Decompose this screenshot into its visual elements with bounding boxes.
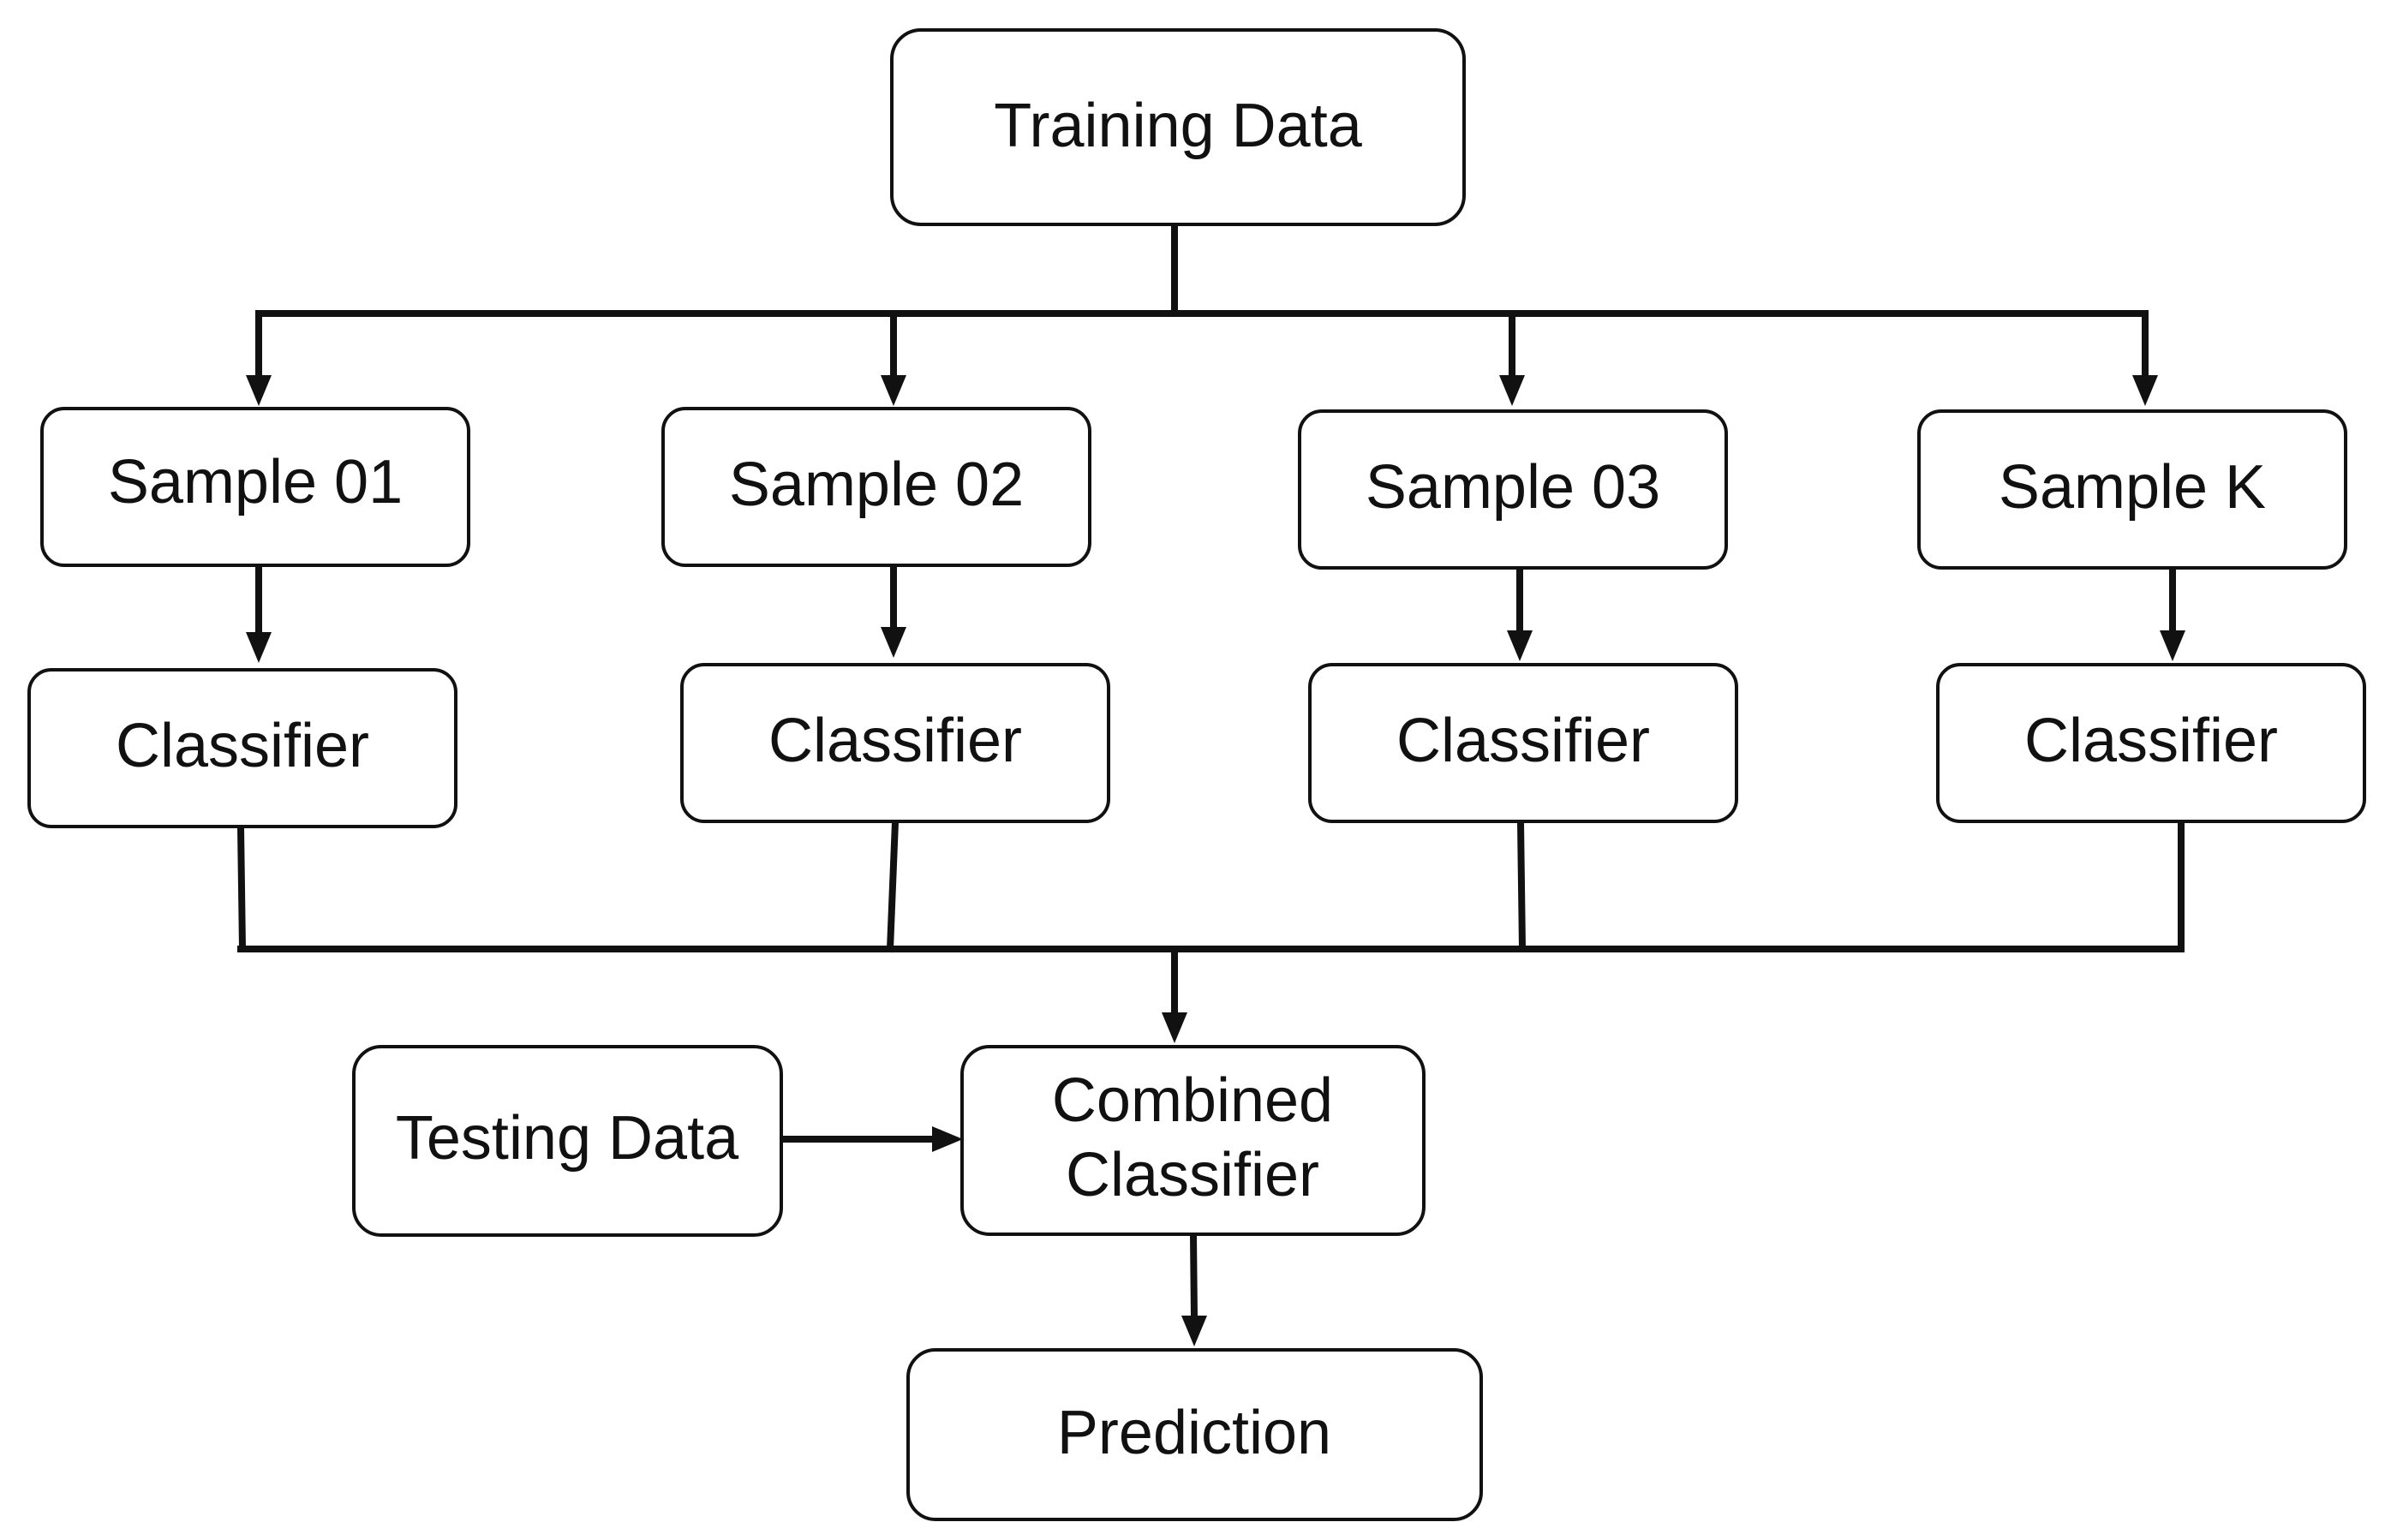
node-classifier-2: Classifier xyxy=(680,663,1110,823)
arrowhead-classifier-1 xyxy=(246,632,272,663)
combined-classifier-label-line1: Combined xyxy=(1052,1066,1333,1135)
node-training-data: Training Data xyxy=(890,28,1466,226)
arrowhead-sample-01 xyxy=(246,375,272,406)
node-sample-01: Sample 01 xyxy=(40,407,470,567)
node-sample-02: Sample 02 xyxy=(661,407,1091,567)
sample-02-label: Sample 02 xyxy=(729,451,1024,519)
arrowhead-combined-left xyxy=(932,1126,963,1152)
sample-k-label: Sample K xyxy=(1999,453,2266,522)
arrowhead-prediction xyxy=(1181,1316,1207,1346)
classifier-3-label: Classifier xyxy=(1396,707,1650,775)
sample-03-label: Sample 03 xyxy=(1366,453,1660,522)
arrowhead-classifier-2 xyxy=(881,627,906,658)
connectors xyxy=(236,221,2185,1346)
node-combined-classifier: Combined Classifier xyxy=(960,1045,1426,1236)
classifier-4-label: Classifier xyxy=(2024,707,2278,775)
arrowhead-combined-top xyxy=(1162,1012,1187,1043)
combined-classifier-label-line2: Classifier xyxy=(1066,1141,1319,1209)
node-classifier-4: Classifier xyxy=(1936,663,2366,823)
arrowhead-sample-02 xyxy=(881,375,906,406)
arrowhead-sample-k xyxy=(2132,375,2158,406)
classifier-1-down-line xyxy=(236,823,247,953)
arrowhead-classifier-4 xyxy=(2160,630,2185,661)
node-prediction: Prediction xyxy=(906,1348,1483,1521)
classifier-2-label: Classifier xyxy=(768,707,1022,775)
node-classifier-3: Classifier xyxy=(1308,663,1738,823)
classifier-1-label: Classifier xyxy=(116,712,369,780)
node-sample-k: Sample K xyxy=(1917,409,2347,570)
sample-01-label: Sample 01 xyxy=(108,448,403,516)
node-classifier-1: Classifier xyxy=(27,668,457,828)
node-sample-03: Sample 03 xyxy=(1298,409,1728,570)
testing-data-label: Testing Data xyxy=(396,1104,739,1173)
combined-to-prediction-line xyxy=(1189,1231,1198,1322)
training-data-label: Training Data xyxy=(994,92,1362,160)
classifier-2-down-line xyxy=(886,818,900,953)
arrowhead-sample-03 xyxy=(1499,375,1525,406)
classifier-3-down-line xyxy=(1516,818,1527,953)
arrowhead-classifier-3 xyxy=(1507,630,1533,661)
prediction-label: Prediction xyxy=(1057,1399,1331,1467)
node-testing-data: Testing Data xyxy=(352,1045,783,1237)
